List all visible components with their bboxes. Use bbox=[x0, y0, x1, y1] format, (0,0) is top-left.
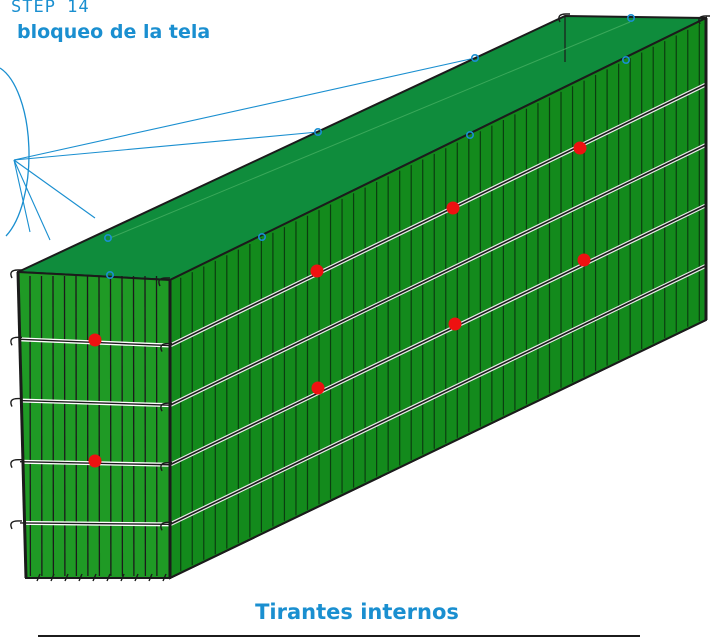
base-hook bbox=[120, 573, 125, 582]
selvedge-hook bbox=[10, 520, 22, 530]
selvedge-hooks bbox=[10, 13, 710, 531]
tie-point bbox=[310, 264, 324, 278]
tie-point bbox=[311, 381, 325, 395]
base-hook bbox=[64, 573, 69, 582]
callout-line bbox=[13, 159, 96, 219]
selvedge-hook bbox=[10, 336, 22, 346]
lock-point bbox=[257, 233, 266, 242]
side-horizontal-wire bbox=[169, 204, 707, 466]
caption: Tirantes internos bbox=[255, 600, 459, 624]
base-side-edge bbox=[169, 319, 707, 579]
detail-callout-arc bbox=[0, 67, 30, 237]
side-vertical-wires bbox=[180, 24, 700, 571]
callout-line bbox=[13, 159, 31, 233]
side-horizontal-wire bbox=[169, 144, 707, 406]
gabion-front-face bbox=[16, 270, 171, 579]
side-horizontal-wire bbox=[169, 264, 707, 526]
front-horizontal-wire bbox=[19, 399, 171, 406]
internal-tie-points bbox=[88, 141, 591, 468]
base-hook bbox=[148, 573, 153, 582]
lid-diagonal-line bbox=[109, 21, 631, 239]
base-edge bbox=[26, 319, 707, 582]
base-hook bbox=[162, 573, 167, 582]
side-horizontal-wire bbox=[169, 83, 707, 347]
base-hook bbox=[78, 573, 83, 582]
lock-point bbox=[626, 14, 635, 23]
lock-point bbox=[106, 270, 115, 279]
tie-point bbox=[88, 333, 102, 347]
tie-point bbox=[573, 141, 587, 155]
lock-point bbox=[470, 53, 479, 62]
callout-line bbox=[13, 159, 51, 241]
tie-point bbox=[88, 454, 102, 468]
step-title: bloqueo de la tela bbox=[17, 21, 211, 43]
selvedge-hook bbox=[558, 13, 570, 23]
base-hook bbox=[134, 573, 139, 582]
callout-line bbox=[13, 57, 476, 161]
selvedge-hook bbox=[10, 269, 22, 279]
base-hook bbox=[106, 573, 111, 582]
step-label: STEP 14 bbox=[11, 0, 90, 17]
lock-point bbox=[465, 131, 474, 140]
corner-post-left bbox=[16, 271, 28, 579]
tie-point bbox=[446, 201, 460, 215]
base-hook bbox=[36, 573, 41, 582]
tie-point bbox=[577, 253, 591, 267]
selvedge-hook bbox=[160, 462, 172, 472]
base-hook bbox=[50, 573, 55, 582]
fabric-lock-points bbox=[104, 14, 635, 279]
tie-point bbox=[448, 317, 462, 331]
selvedge-hook bbox=[160, 402, 172, 412]
selvedge-hook bbox=[10, 397, 22, 407]
lock-point bbox=[104, 234, 113, 243]
selvedge-hook bbox=[10, 459, 22, 469]
selvedge-hook bbox=[160, 342, 172, 352]
base-hook bbox=[92, 573, 97, 582]
lock-point bbox=[621, 55, 630, 64]
front-horizontal-wire bbox=[19, 522, 171, 526]
lock-point bbox=[313, 128, 322, 137]
selvedge-hook bbox=[158, 277, 170, 287]
selvedge-hook bbox=[698, 15, 710, 25]
side-horizontal-wires bbox=[169, 82, 707, 527]
callout-lines bbox=[13, 57, 476, 241]
callout-line bbox=[13, 131, 319, 161]
selvedge-hook bbox=[160, 521, 172, 531]
